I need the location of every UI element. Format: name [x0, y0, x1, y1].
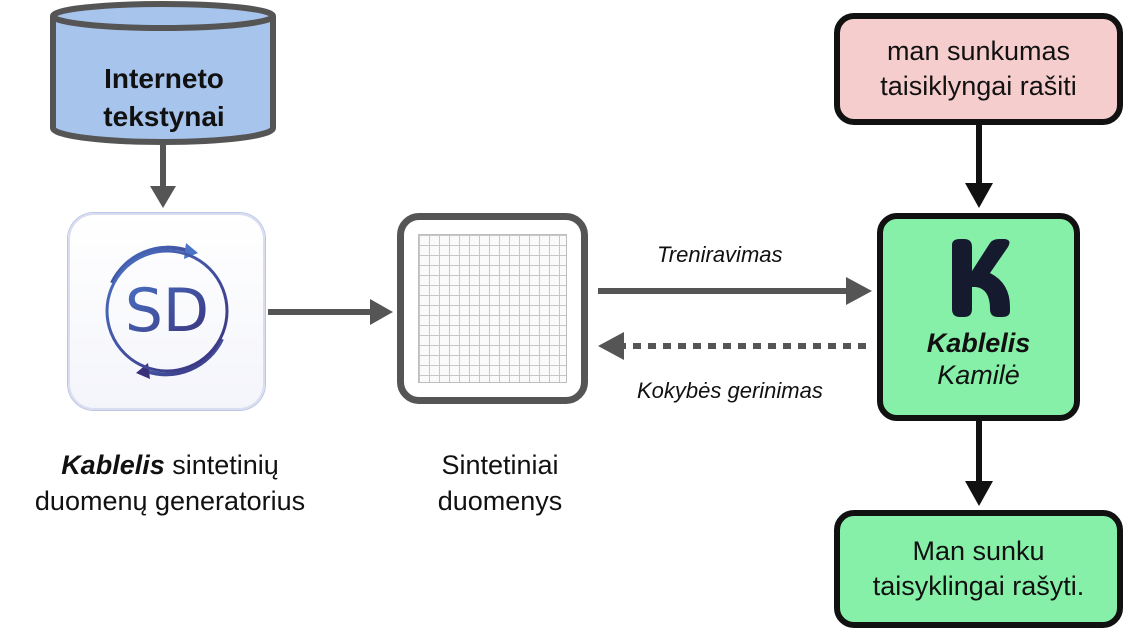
kablelis-logo-icon: [951, 239, 1010, 317]
arrow-input-to-model: [965, 125, 993, 208]
model-box: Kablelis Kamilė: [877, 213, 1080, 421]
source-label: Interneto tekstynai: [50, 60, 278, 136]
training-label: Treniravimas: [657, 242, 783, 267]
arrow-quality-improvement: [598, 332, 866, 360]
database-cylinder: [50, 1, 276, 145]
synthetic-data-grid: [418, 234, 567, 383]
synthetic-caption: Sintetiniai duomenys: [395, 447, 605, 519]
generator-caption-line2: duomenų generatorius: [34, 486, 306, 516]
generator-caption: Kablelis sintetinių duomenų generatorius: [10, 447, 330, 519]
source-label-line2: tekstynai: [103, 101, 225, 132]
arrow-model-to-output: [965, 421, 993, 506]
input-line1: man sunkumas: [886, 36, 1071, 66]
generator-caption-rest: sintetinių: [164, 450, 279, 480]
output-text-box: Man sunku taisyklingai rašyti.: [834, 510, 1123, 628]
synthetic-caption-line2: duomenys: [437, 486, 563, 516]
model-subname: Kamilė: [937, 360, 1020, 390]
arrow-source-to-generator: [150, 145, 176, 208]
output-line2: taisyklingai rašyti.: [872, 571, 1085, 601]
sd-icon-text: SD: [125, 276, 209, 346]
synthetic-caption-line1: Sintetiniai: [441, 450, 559, 480]
output-line1: Man sunku: [912, 536, 1045, 566]
generator-caption-bold: Kablelis: [61, 450, 165, 480]
synthetic-data-box: [397, 213, 588, 404]
quality-label: Kokybės gerinimas: [637, 378, 823, 403]
model-name: Kablelis: [926, 328, 1031, 358]
sd-generator-icon: SD: [68, 213, 265, 410]
arrow-training: [598, 277, 872, 305]
input-text-box: man sunkumas taisiklyngai rašiti: [834, 13, 1123, 125]
arrow-generator-to-synthetic: [268, 299, 393, 325]
input-line2: taisiklyngai rašiti: [880, 71, 1077, 101]
source-label-line1: Interneto: [104, 63, 224, 94]
